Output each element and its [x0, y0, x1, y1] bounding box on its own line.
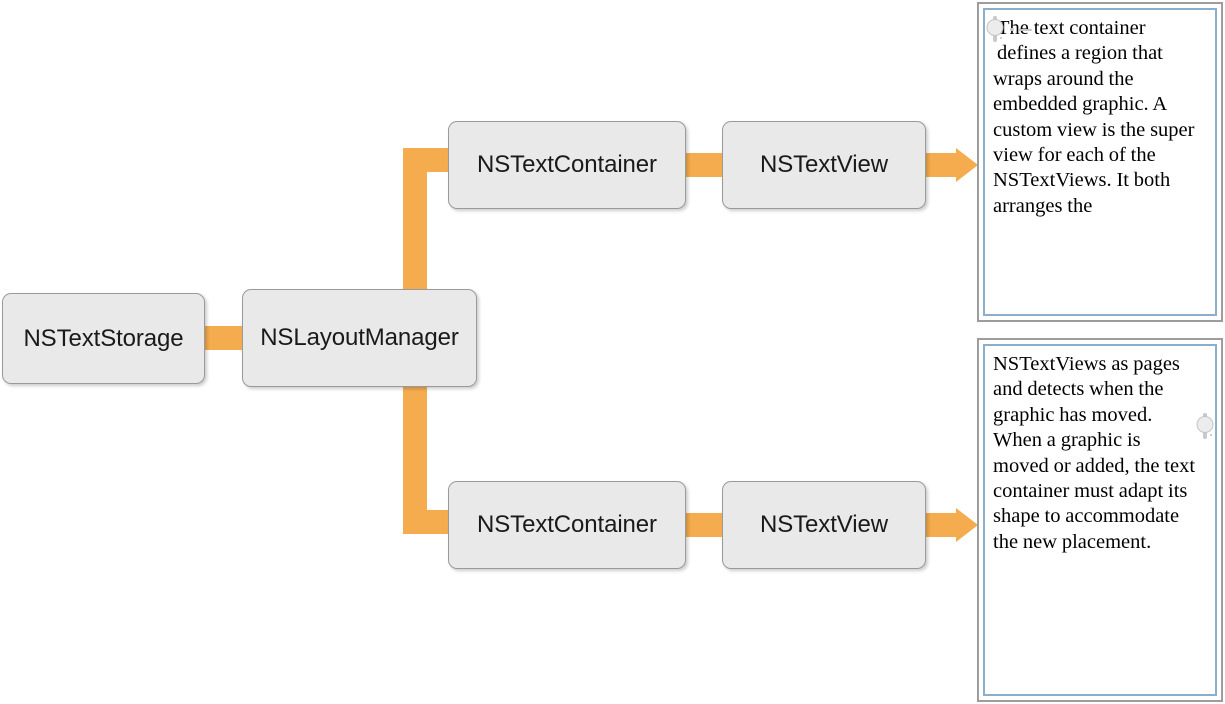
phone-icon	[986, 16, 1032, 42]
node-nslayoutmanager[interactable]: NSLayoutManager	[242, 289, 477, 387]
panel-bottom-text-flow: NSTextViews as pages and detects when th…	[993, 352, 1214, 555]
node-nstextview-top[interactable]: NSTextView	[722, 121, 926, 209]
panel-bottom: NSTextViews as pages and detects when th…	[977, 338, 1223, 702]
node-label: NSTextView	[760, 151, 888, 178]
connector-storage-to-layoutmanager	[200, 326, 248, 350]
node-label: NSTextStorage	[23, 324, 184, 352]
node-nstextcontainer-bottom[interactable]: NSTextContainer	[448, 481, 686, 569]
node-label: NSLayoutManager	[260, 324, 459, 351]
node-nstextcontainer-top[interactable]: NSTextContainer	[448, 121, 686, 209]
panel-top-text-flow: The text container defines a region that…	[986, 16, 1207, 219]
panel-top-inner: The text container defines a region that…	[983, 8, 1217, 316]
phone-icon	[1196, 413, 1214, 439]
node-label: NSTextContainer	[477, 151, 657, 178]
node-nstextstorage[interactable]: NSTextStorage	[2, 293, 205, 384]
arrowhead-to-panel-bottom	[956, 508, 978, 542]
arrowhead-to-panel-top	[956, 148, 978, 182]
node-label: NSTextContainer	[477, 511, 657, 538]
panel-bottom-inner: NSTextViews as pages and detects when th…	[983, 344, 1217, 696]
node-nstextview-bottom[interactable]: NSTextView	[722, 481, 926, 569]
panel-bottom-text: NSTextViews as pages and detects when th…	[993, 353, 1196, 553]
panel-top-text: The text container defines a region that…	[993, 17, 1195, 217]
panel-top: The text container defines a region that…	[977, 2, 1223, 322]
node-label: NSTextView	[760, 511, 888, 538]
